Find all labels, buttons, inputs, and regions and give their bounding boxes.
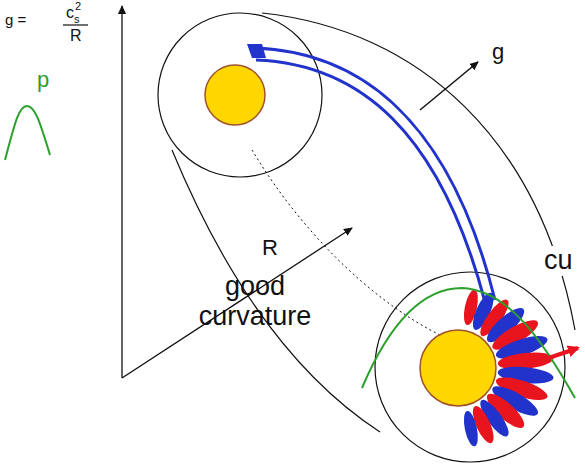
- flux-tube-end: [247, 44, 266, 58]
- flux-tube: [256, 60, 485, 302]
- torus-outline: [262, 13, 575, 330]
- blue-blob: [461, 410, 480, 448]
- formula-superscript: 2: [75, 0, 81, 12]
- formula-text: R: [70, 27, 82, 45]
- axis-label: p: [37, 68, 49, 92]
- perturbation-blobs: [461, 289, 554, 448]
- outward-arrow: [528, 348, 578, 365]
- pressure-profile: [362, 288, 575, 398]
- flux-tube: [250, 48, 495, 300]
- plasma-core: [205, 65, 265, 125]
- axis-line: [121, 6, 122, 378]
- cross-section-circle: [158, 13, 322, 177]
- region-label: good curvature: [180, 272, 330, 331]
- pressure-profile: [5, 106, 50, 160]
- radius-arrow: [122, 228, 352, 378]
- formula-subscript: s: [74, 13, 80, 25]
- plasma-core: [420, 330, 496, 406]
- region-label: cu: [542, 246, 575, 276]
- gravity-arrow: [420, 62, 478, 110]
- formula-text: c: [66, 4, 74, 22]
- torus-outline: [172, 150, 380, 432]
- axis-label: g: [492, 40, 504, 64]
- cross-section-circle: [375, 272, 565, 462]
- formula-text: g =: [5, 12, 26, 29]
- axis-label: R: [262, 236, 278, 260]
